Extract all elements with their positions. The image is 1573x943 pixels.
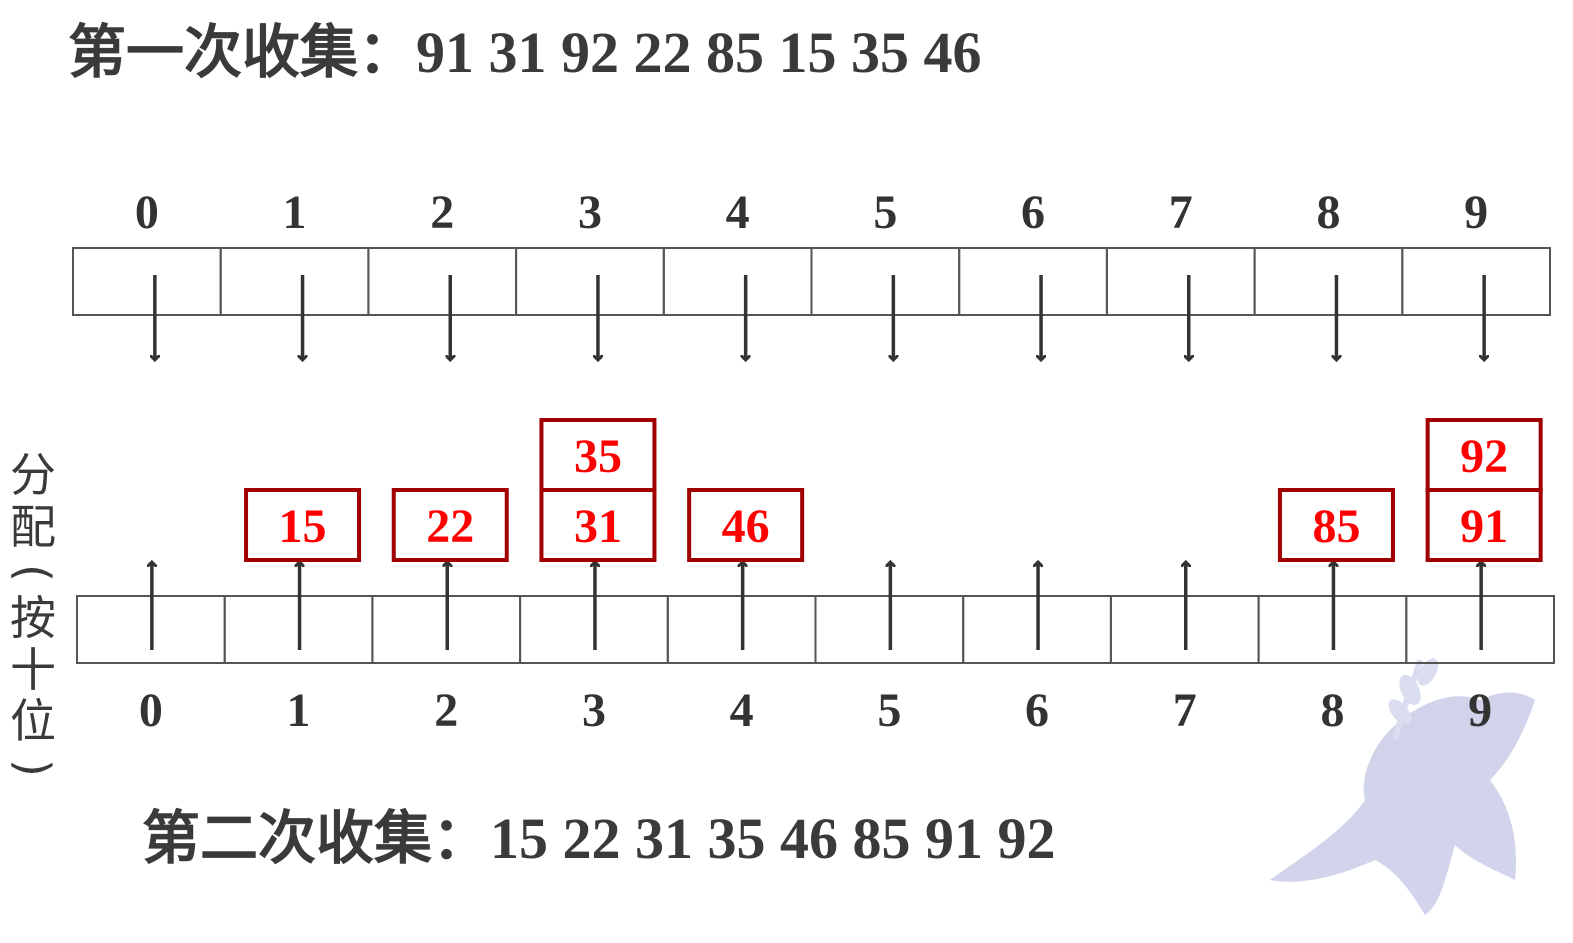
side-label-char: 位 [10, 694, 56, 749]
bottom-digit-label: 8 [1320, 684, 1344, 737]
bottom-digit-label: 1 [287, 684, 311, 737]
top-bucket-cell [810, 247, 961, 316]
top-digit-label: 3 [578, 186, 602, 239]
bottom-digit-label: 0 [139, 684, 163, 737]
bucket-item-value: 46 [722, 500, 770, 553]
side-label-char: 分 [10, 448, 56, 502]
bucket-item-box [539, 418, 657, 492]
top-digit-label: 1 [283, 186, 307, 239]
bottom-digit-label: 4 [730, 684, 754, 737]
top-digit-label: 4 [726, 186, 750, 239]
top-bucket-cell [515, 247, 665, 316]
top-digit-label: 7 [1169, 186, 1193, 239]
top-bucket-cell [1105, 247, 1256, 316]
top-digit-label: 5 [873, 186, 897, 239]
distribution-side-label: 分 配 ( 按 十 位 ) [6, 448, 60, 788]
bottom-digit-label: 3 [582, 684, 606, 737]
bucket-item-box [539, 488, 657, 562]
bottom-digit-label: 5 [877, 684, 901, 737]
top-digit-label: 9 [1464, 186, 1488, 239]
bucket-item-box [244, 488, 362, 562]
side-label-char: 十 [10, 642, 56, 697]
top-bucket-array: 0 1 2 3 4 5 6 7 8 9 [72, 186, 1552, 360]
bucket-item-value: 92 [1460, 430, 1508, 483]
bucket-item-value: 91 [1460, 500, 1508, 553]
bucket-item-box [1425, 418, 1543, 492]
second-collection-label: 第二次收集： [142, 806, 491, 871]
bucket-item-box [1425, 488, 1543, 562]
bucket-item-value: 35 [574, 430, 622, 483]
bottom-digit-label: 2 [434, 684, 458, 737]
bucket-item-box [391, 488, 509, 562]
side-label-char: 配 [10, 499, 56, 554]
bottom-digit-label: 9 [1468, 684, 1492, 737]
bottom-digit-label: 6 [1025, 684, 1049, 737]
bucket-items: 15 22 31 35 46 85 91 92 [244, 418, 1543, 562]
first-collection-label: 第一次收集： [68, 20, 417, 85]
bucket-item-value: 31 [574, 500, 622, 553]
side-label-char: 按 [10, 591, 56, 646]
top-bucket-cell [662, 247, 813, 316]
top-digit-label: 8 [1316, 186, 1340, 239]
bottom-digit-label: 7 [1173, 684, 1197, 737]
bottom-bucket-array: 0 1 2 3 4 5 6 7 8 9 [76, 562, 1556, 737]
bucket-item-box [687, 488, 805, 562]
top-bucket-cell [1253, 247, 1404, 316]
top-digit-label: 6 [1021, 186, 1045, 239]
bucket-item-value: 15 [279, 500, 327, 553]
top-bucket-cell [1401, 247, 1552, 316]
dove-with-olive-branch-icon [1270, 658, 1535, 915]
top-bucket-cell [958, 247, 1108, 316]
bucket-item-value: 85 [1312, 500, 1360, 553]
top-digit-label: 0 [135, 186, 159, 239]
first-collection-title: 第一次收集：91 31 92 22 85 15 35 46 [68, 24, 982, 82]
top-bucket-cell [367, 247, 518, 316]
top-bucket-cell [72, 247, 222, 316]
second-collection-title: 第二次收集：15 22 31 35 46 85 91 92 [142, 810, 1056, 868]
bucket-item-value: 22 [426, 500, 474, 553]
first-collection-values: 91 31 92 22 85 15 35 46 [416, 20, 982, 85]
second-collection-values: 15 22 31 35 46 85 91 92 [490, 806, 1056, 871]
bucket-item-box [1277, 488, 1395, 562]
top-bucket-cell [219, 247, 370, 316]
top-digit-label: 2 [430, 186, 454, 239]
